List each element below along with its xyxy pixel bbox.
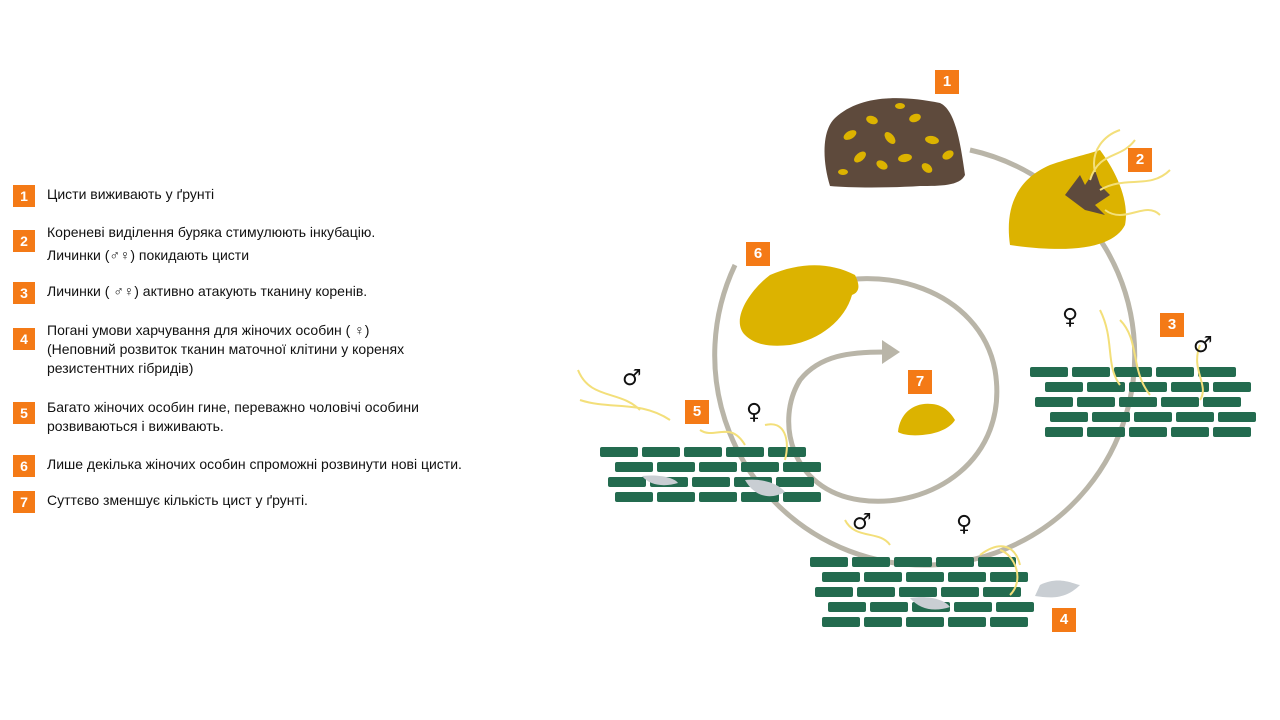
- root-tissue-stage-5: [600, 447, 821, 502]
- legend-line: розвиваються і виживають.: [47, 418, 224, 434]
- spiral-arrowhead: [882, 340, 900, 364]
- legend-line: Цисти виживають у ґрунті: [47, 186, 215, 202]
- legend-text: Цисти виживають у ґрунті: [47, 185, 214, 204]
- legend-number-badge: 3: [13, 282, 35, 304]
- legend: 1 Цисти виживають у ґрунті 2 Кореневі ви…: [0, 0, 560, 720]
- stage-badge-2: 2: [1128, 148, 1152, 172]
- legend-text: Личинки ( ♂♀) активно атакують тканину к…: [47, 282, 367, 301]
- legend-line: Лише декілька жіночих особин спроможні р…: [47, 456, 462, 472]
- legend-item-6: 6 Лише декілька жіночих особин спроможні…: [13, 455, 462, 477]
- stage-badge-7: 7: [908, 370, 932, 394]
- legend-item-3: 3 Личинки ( ♂♀) активно атакують тканину…: [13, 282, 367, 304]
- larvae-stage-5: [577, 369, 788, 461]
- legend-line: Личинки ( ♂♀) активно атакують тканину к…: [47, 283, 368, 299]
- legend-line: Личинки (♂♀) покидають цисти: [47, 247, 250, 263]
- damaged-tissue-4b: [910, 597, 950, 610]
- legend-text: Багато жіночих особин гине, переважно чо…: [47, 398, 419, 436]
- legend-line: (Неповний розвиток тканин маточної кліти…: [47, 341, 405, 357]
- legend-item-2: 2 Кореневі виділення буряка стимулюють і…: [13, 221, 375, 267]
- female-symbol-icon: ♀: [746, 400, 763, 425]
- legend-number-badge: 5: [13, 402, 35, 424]
- inner-spiral-path: [786, 276, 1000, 504]
- stage-badge-1: 1: [935, 70, 959, 94]
- legend-text: Погані умови харчування для жіночих особ…: [47, 321, 404, 378]
- stage-badge-5: 5: [685, 400, 709, 424]
- life-cycle-diagram: 1 2 3 4 5 6 7 ♀ ♂ ♂ ♀ ♂ ♀: [560, 0, 1280, 720]
- legend-line: Суттєво зменшує кількість цист у ґрунті.: [47, 492, 308, 508]
- new-cyst-stage-6: [739, 265, 859, 346]
- legend-line: Багато жіночих особин гине, переважно чо…: [47, 399, 419, 415]
- stage-badge-6: 6: [746, 242, 770, 266]
- small-cyst-stage-7: [898, 403, 955, 436]
- legend-line: Погані умови харчування для жіночих особ…: [47, 322, 370, 338]
- legend-number-badge: 7: [13, 491, 35, 513]
- legend-text: Суттєво зменшує кількість цист у ґрунті.: [47, 491, 308, 510]
- legend-text: Кореневі виділення буряка стимулюють інк…: [47, 221, 375, 267]
- larvae-stage-3: [1099, 309, 1204, 401]
- root-tissue-stage-3: [1030, 367, 1256, 437]
- male-symbol-icon: ♂: [852, 510, 872, 535]
- female-symbol-icon: ♀: [956, 512, 973, 537]
- legend-number-badge: 1: [13, 185, 35, 207]
- soil-clump-with-cysts: [824, 98, 965, 188]
- legend-item-1: 1 Цисти виживають у ґрунті: [13, 185, 214, 207]
- stage-badge-3: 3: [1160, 313, 1184, 337]
- legend-item-4: 4 Погані умови харчування для жіночих ос…: [13, 321, 404, 378]
- larvae-stage-4: [844, 519, 1021, 596]
- legend-number-badge: 6: [13, 455, 35, 477]
- male-symbol-icon: ♂: [622, 366, 642, 391]
- damaged-tissue-5: [642, 475, 785, 497]
- legend-item-7: 7 Суттєво зменшує кількість цист у ґрунт…: [13, 491, 308, 513]
- hatching-cyst: [1008, 129, 1171, 249]
- female-symbol-icon: ♀: [1062, 305, 1079, 330]
- legend-line: резистентних гібридів): [47, 360, 194, 376]
- damaged-tissue-4: [1035, 580, 1080, 598]
- life-cycle-svg: [577, 98, 1256, 627]
- male-symbol-icon: ♂: [1193, 333, 1213, 358]
- legend-text: Лише декілька жіночих особин спроможні р…: [47, 455, 462, 474]
- legend-number-badge: 2: [13, 230, 35, 252]
- stage-badge-4: 4: [1052, 608, 1076, 632]
- legend-item-5: 5 Багато жіночих особин гине, переважно …: [13, 398, 419, 436]
- legend-number-badge: 4: [13, 328, 35, 350]
- legend-line: Кореневі виділення буряка стимулюють інк…: [47, 224, 376, 240]
